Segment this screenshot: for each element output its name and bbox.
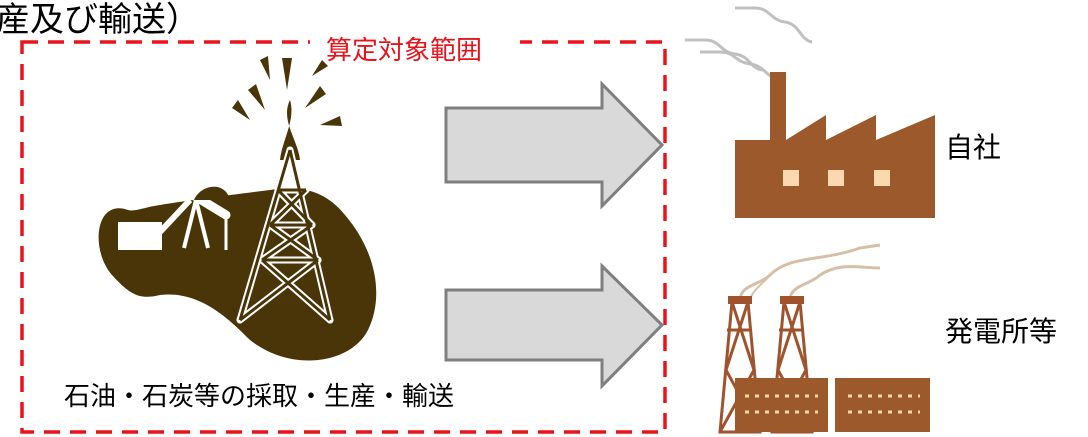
arrow-to-power-plant [444, 262, 665, 390]
page-heading: 産及び輸送） [0, 0, 200, 40]
extraction-process-caption: 石油・石炭等の採取・生産・輸送 [64, 382, 455, 412]
arrow-to-company [444, 80, 665, 210]
factory-icon [685, 6, 935, 218]
oil-extraction-icon [98, 56, 377, 361]
power-plant-label: 発電所等 [945, 315, 1058, 348]
power-plant-icon [718, 243, 930, 434]
scope-boundary-label: 算定対象範囲 [326, 36, 483, 66]
company-label: 自社 [945, 131, 1002, 164]
pumpjack-icon [118, 185, 231, 250]
